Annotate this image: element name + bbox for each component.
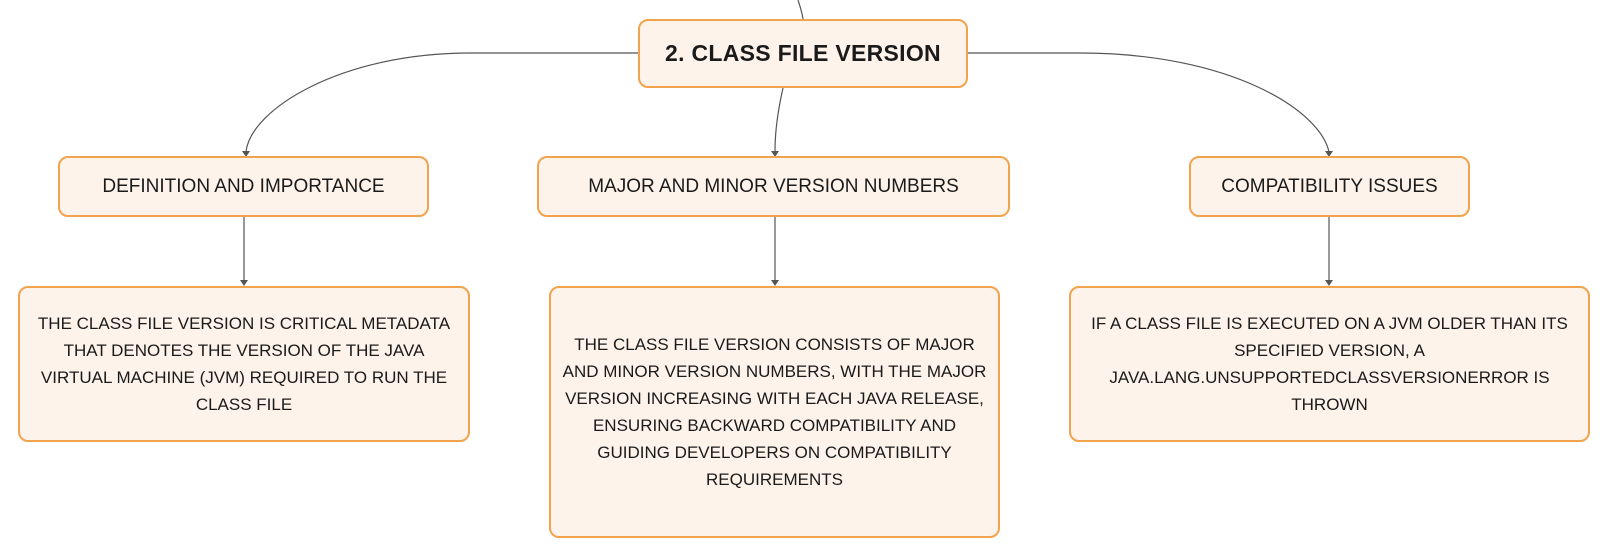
arrow-head xyxy=(771,280,779,286)
detail-node-compatibility[interactable]: IF A CLASS FILE IS EXECUTED ON A JVM OLD… xyxy=(1069,286,1590,442)
arrow-head xyxy=(240,280,248,286)
branch-node-versions[interactable]: MAJOR AND MINOR VERSION NUMBERS xyxy=(537,156,1010,217)
branch-node-label: COMPATIBILITY ISSUES xyxy=(1221,175,1438,197)
branch-node-compatibility[interactable]: COMPATIBILITY ISSUES xyxy=(1189,156,1470,217)
arrow-head xyxy=(242,151,250,157)
root-node[interactable]: 2. CLASS FILE VERSION xyxy=(638,19,968,88)
connector-root-to-definition xyxy=(245,52,638,153)
arrow-head xyxy=(1325,280,1333,286)
detail-node-text: IF A CLASS FILE IS EXECUTED ON A JVM OLD… xyxy=(1091,314,1568,414)
connector-root-to-versions xyxy=(774,87,784,152)
branch-node-label: DEFINITION AND IMPORTANCE xyxy=(102,175,385,197)
detail-node-text: THE CLASS FILE VERSION CONSISTS OF MAJOR… xyxy=(562,335,987,489)
branch-node-label: MAJOR AND MINOR VERSION NUMBERS xyxy=(588,175,959,197)
detail-node-text: THE CLASS FILE VERSION IS CRITICAL METAD… xyxy=(37,314,451,414)
parent-connector xyxy=(797,0,804,20)
arrow-head xyxy=(771,151,779,157)
branch-node-definition[interactable]: DEFINITION AND IMPORTANCE xyxy=(58,156,429,217)
detail-node-definition[interactable]: THE CLASS FILE VERSION IS CRITICAL METAD… xyxy=(18,286,470,442)
connector-root-to-compatibility xyxy=(968,52,1330,153)
detail-node-versions[interactable]: THE CLASS FILE VERSION CONSISTS OF MAJOR… xyxy=(549,286,1000,538)
root-node-label: 2. CLASS FILE VERSION xyxy=(665,40,941,66)
arrow-head xyxy=(1325,151,1333,157)
